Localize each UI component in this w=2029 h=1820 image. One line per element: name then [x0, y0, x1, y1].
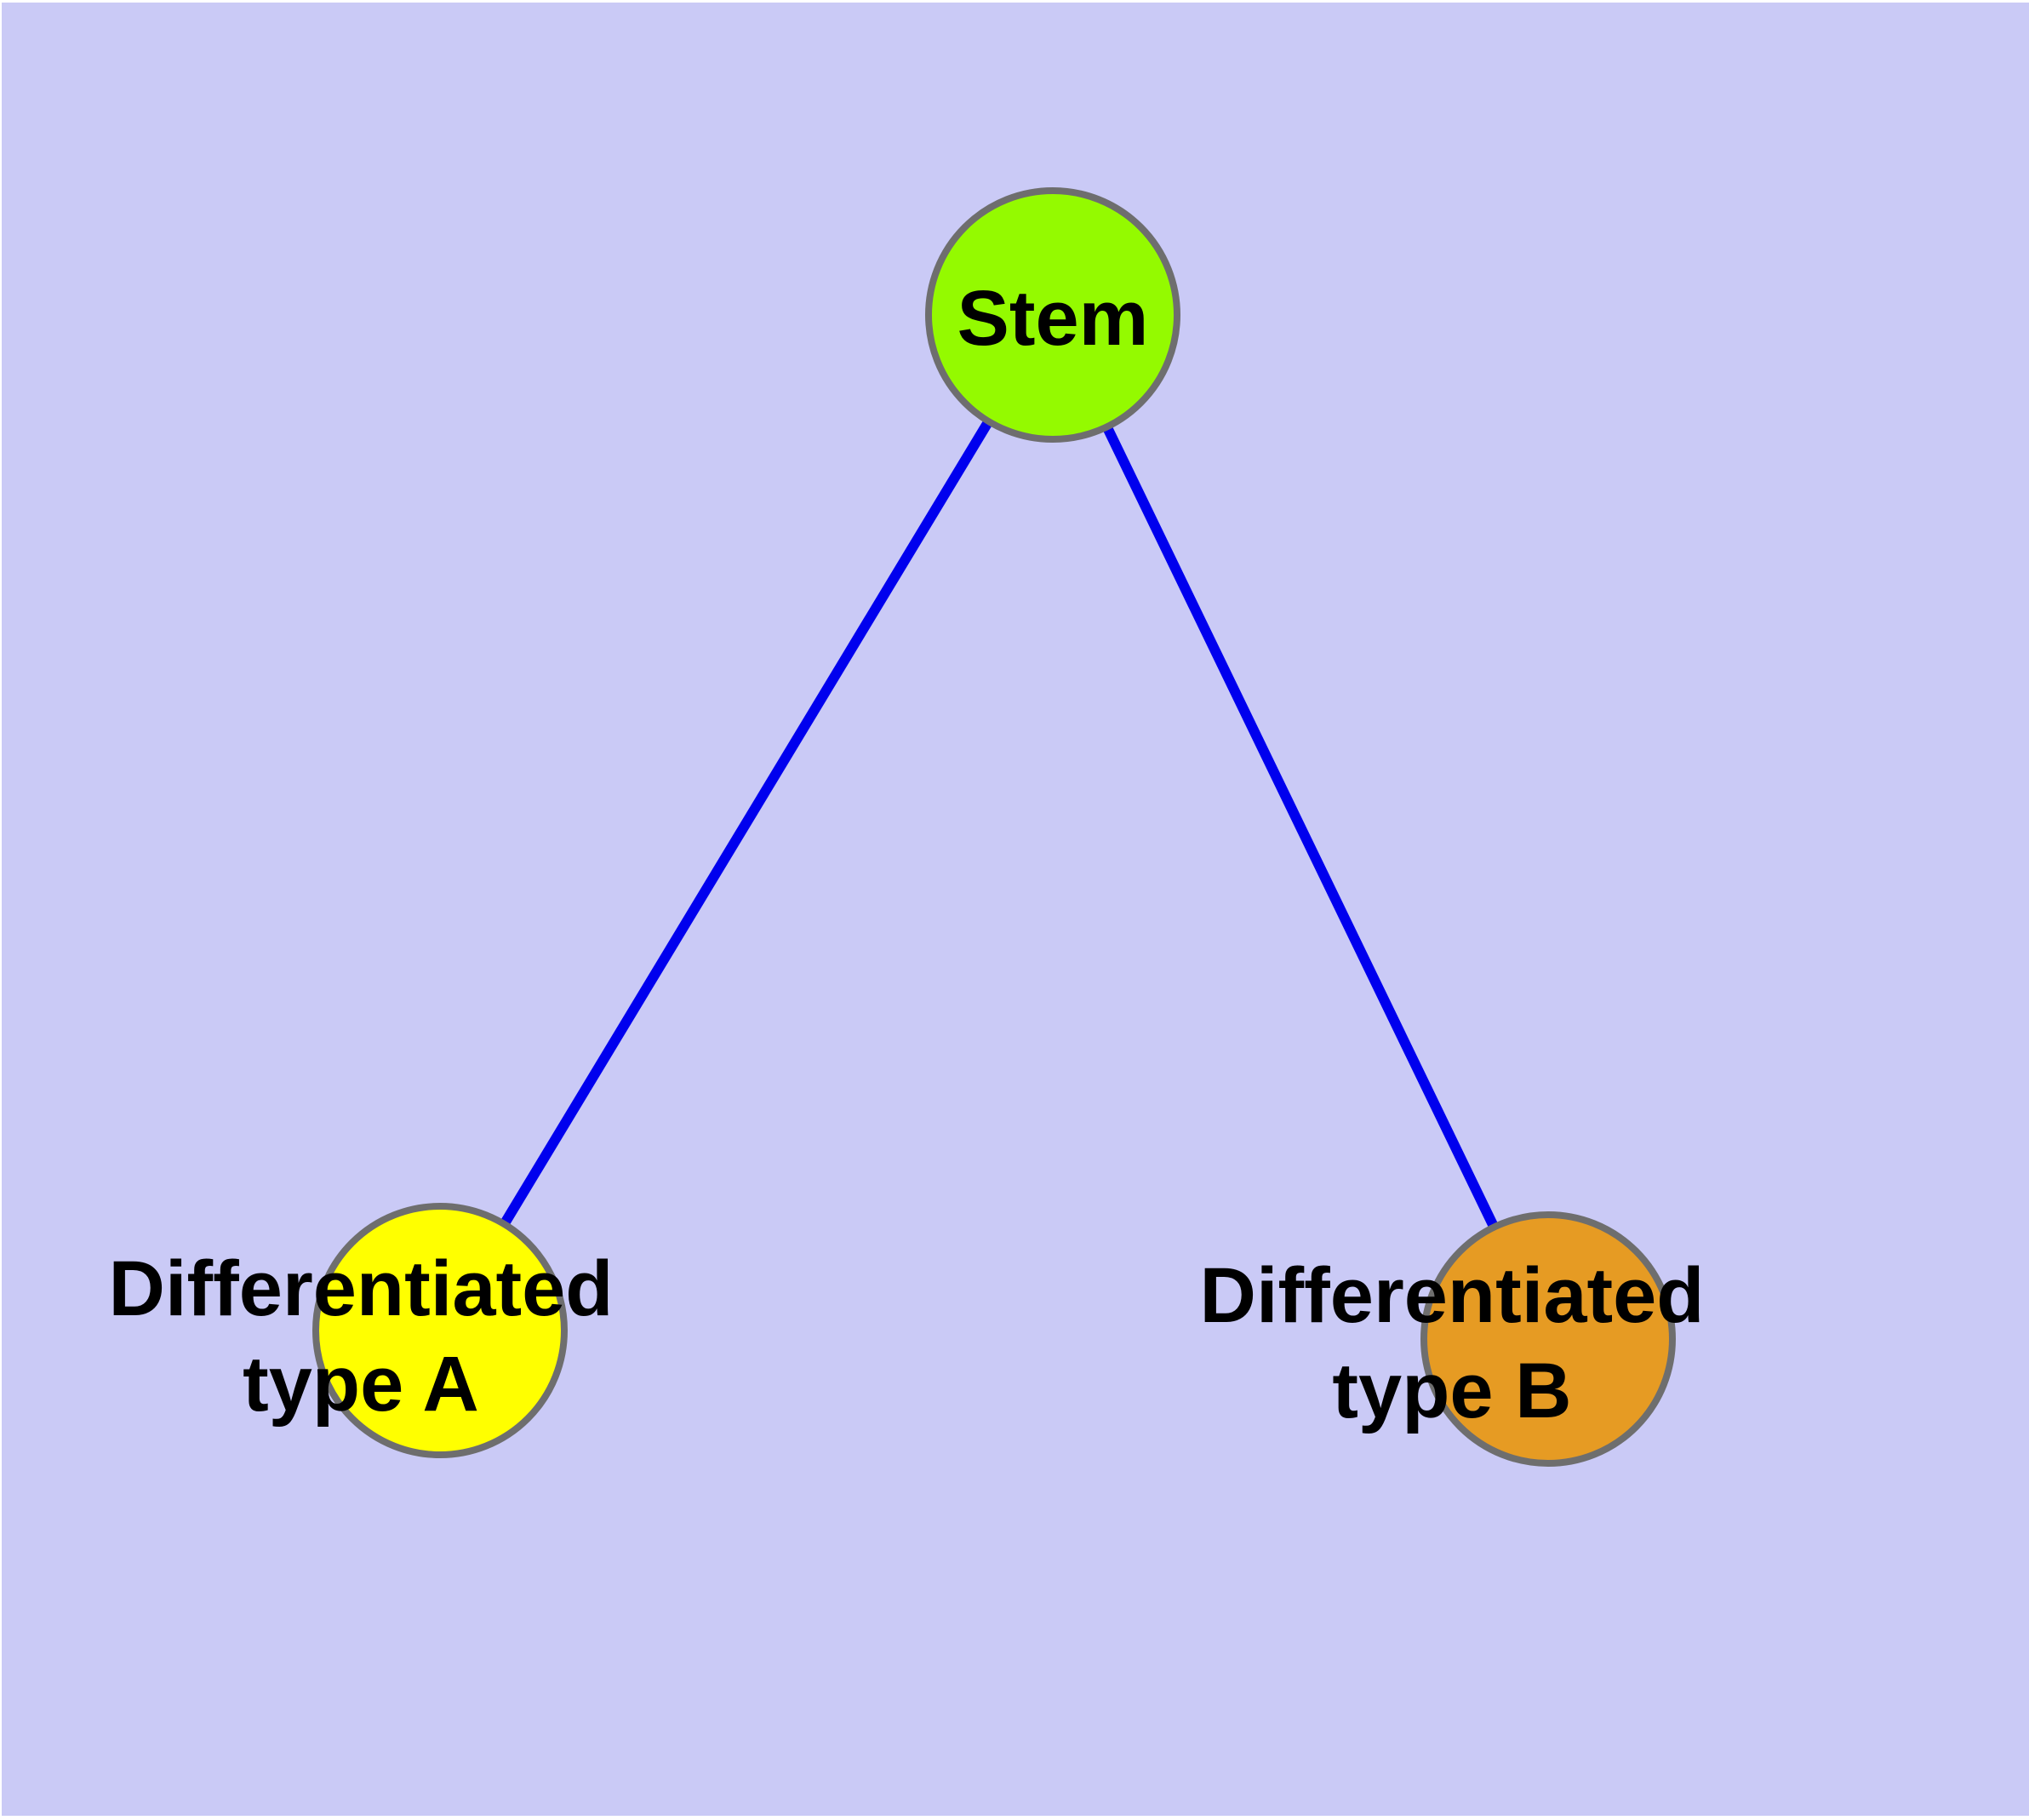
edge-stem-to-type-a — [435, 312, 1058, 1334]
node-differentiated-type-a — [312, 1203, 568, 1458]
node-label-differentiated-type-a: Differentiated type A — [108, 1245, 614, 1428]
edge-stem-to-type-b — [1048, 312, 1553, 1342]
node-label-differentiated-type-b: Differentiated type B — [1199, 1252, 1705, 1434]
node-stem — [925, 187, 1180, 443]
node-differentiated-type-b — [1420, 1211, 1676, 1467]
node-label-stem: Stem — [957, 275, 1149, 362]
